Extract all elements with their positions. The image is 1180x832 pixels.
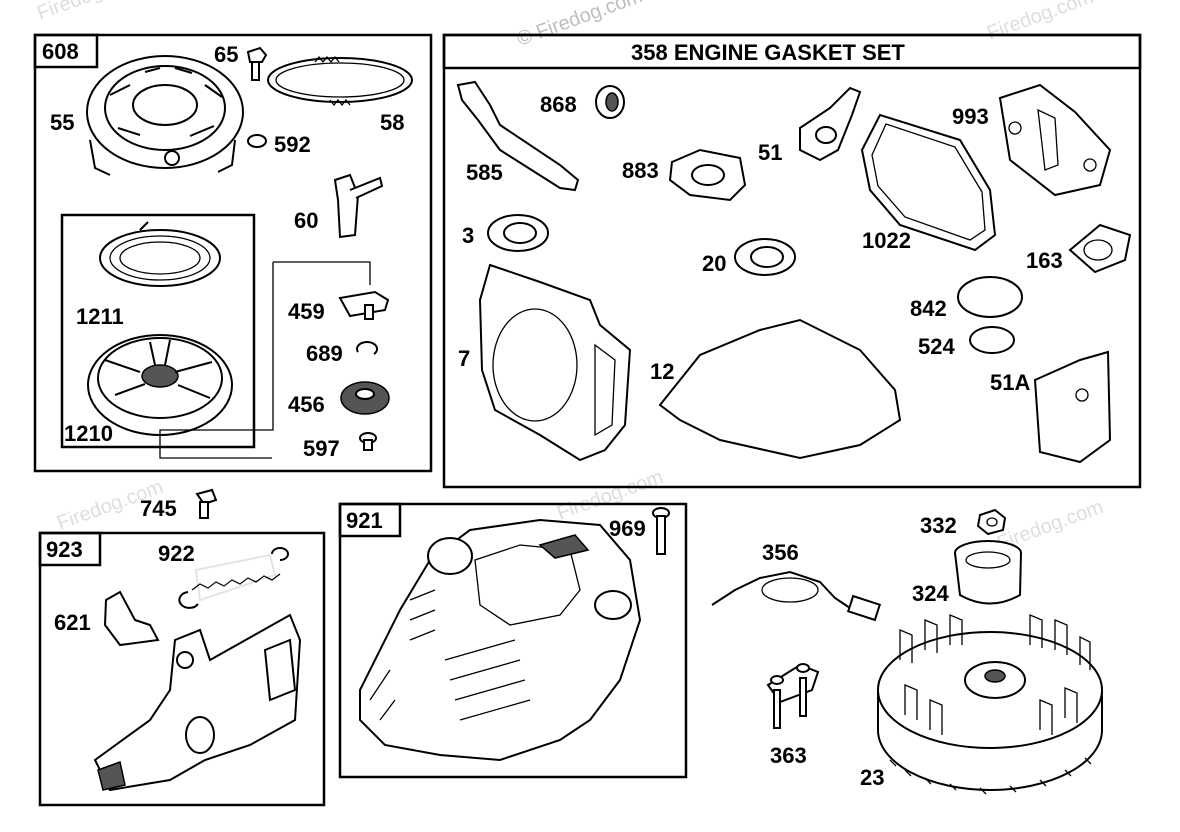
- head-gasket-7: [478, 263, 632, 462]
- part-label: 969: [609, 516, 646, 541]
- part-label: 60: [294, 208, 318, 233]
- watermark: © Firedog.com: [514, 0, 645, 51]
- bolt-969: [652, 507, 670, 555]
- watermark: Firedog.com: [984, 0, 1096, 45]
- gasket-51A: [1033, 350, 1112, 464]
- part-label: 689: [306, 341, 343, 366]
- part-label: 7: [458, 346, 470, 371]
- seal-868: [595, 85, 625, 119]
- screw-597: [359, 432, 377, 451]
- leader-line: [159, 261, 371, 459]
- part-label: 621: [54, 610, 91, 635]
- rewind-spring-1211: [99, 221, 221, 287]
- starter-cup-324: [954, 540, 1022, 605]
- bolt-65: [246, 46, 268, 81]
- base-gasket-12: [658, 318, 902, 460]
- part-label: 332: [920, 513, 957, 538]
- part-label: 1211: [76, 304, 124, 329]
- part-label: 51: [758, 140, 782, 165]
- flywheel-23: [877, 614, 1103, 795]
- part-label: 922: [158, 541, 195, 566]
- part-label: 324: [912, 581, 949, 606]
- gasket-993: [998, 83, 1112, 197]
- nut-592: [247, 134, 267, 148]
- gasket-883: [668, 148, 747, 202]
- wire-356: [711, 570, 882, 622]
- starter-handle-60: [333, 173, 384, 239]
- part-label: 1210: [64, 421, 113, 446]
- blower-housing-box: [338, 502, 688, 779]
- brake-bracket: [93, 613, 302, 792]
- part-label: 356: [762, 540, 799, 565]
- seal-3: [487, 214, 549, 252]
- part-label: 459: [288, 299, 325, 324]
- ring-524: [969, 326, 1015, 354]
- starter-pulley-1210: [87, 334, 233, 436]
- part-label: 163: [1026, 248, 1063, 273]
- part-label: 3: [462, 223, 474, 248]
- part-label: 51A: [990, 370, 1030, 395]
- part-label: 456: [288, 392, 325, 417]
- spring-58: [267, 55, 413, 107]
- part-label: 12: [650, 359, 674, 384]
- screw-745: [195, 488, 218, 519]
- ring-842: [957, 276, 1023, 318]
- bracket-363: [766, 663, 820, 729]
- gasket-1022: [860, 113, 997, 252]
- gasket-set-title: 358 ENGINE GASKET SET: [631, 40, 905, 65]
- part-label: 842: [910, 296, 947, 321]
- gasket-set-header-box: [442, 33, 1142, 70]
- brake-box: [38, 531, 326, 807]
- part-label: 23: [860, 765, 884, 790]
- seal-20: [734, 238, 796, 276]
- spring-922: [178, 547, 289, 609]
- ratchet-456: [340, 381, 390, 415]
- rewind-starter-number: 608: [42, 39, 79, 64]
- part-label: 883: [622, 158, 659, 183]
- gasket-163: [1068, 223, 1132, 274]
- pawl-459: [338, 290, 390, 320]
- part-label: 745: [140, 496, 177, 521]
- nut-332: [976, 508, 1007, 536]
- brake-lever-621: [103, 590, 160, 647]
- part-label: 585: [466, 160, 503, 185]
- part-label: 868: [540, 92, 577, 117]
- part-label: 65: [214, 42, 238, 67]
- gasket-51: [799, 86, 862, 162]
- part-label: 1022: [862, 228, 911, 253]
- brake-number: 923: [46, 537, 83, 562]
- part-label: 524: [918, 334, 955, 359]
- retainer-689: [356, 340, 379, 355]
- part-label: 20: [702, 251, 726, 276]
- part-label: 592: [274, 132, 311, 157]
- gasket-585: [456, 80, 580, 192]
- blower-housing-label-box: [338, 502, 402, 538]
- watermark: Firedog.com: [34, 0, 146, 25]
- blower-housing: [359, 518, 642, 762]
- part-label: 597: [303, 436, 340, 461]
- starter-housing: [86, 55, 244, 176]
- blower-housing-number: 921: [346, 508, 383, 533]
- part-label: 993: [952, 104, 989, 129]
- part-label: 363: [770, 743, 807, 768]
- part-label: 58: [380, 110, 404, 135]
- rewind-starter-label-box: [33, 33, 99, 69]
- rewind-starter-box: [33, 33, 433, 473]
- starter-pulley-box: [60, 213, 256, 449]
- brake-label-box: [38, 531, 102, 567]
- part-label: 55: [50, 110, 74, 135]
